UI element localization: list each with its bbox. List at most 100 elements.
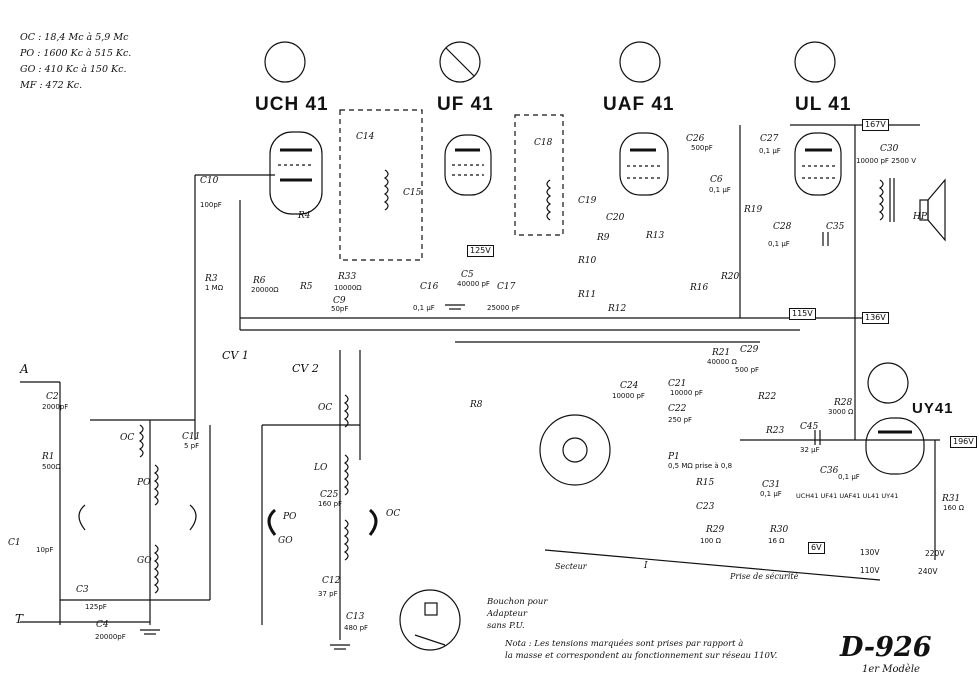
c29-label: C29 [740,345,759,355]
tube-label-ul41: UL 41 [795,94,852,115]
antenna-coil-po [153,464,159,506]
c12-value: 37 pF [318,590,338,598]
voltage-115v: 115V [789,308,816,320]
ground-symbol [330,644,350,650]
voltage-6v: 6V [808,542,825,554]
c3-value: 125pF [85,603,107,611]
c21-label: C21 [668,379,687,389]
c5-value: 40000 pF [457,280,490,288]
r5-label: R5 [300,282,313,292]
r28-label: R28 [834,398,853,408]
r6-label: R6 [253,276,266,286]
antenna-coil-oc [138,424,144,458]
output-transformer [878,179,884,221]
coil-label-oc-3: OC [386,509,401,519]
c9-value: 50pF [331,305,349,313]
c45-value: 32 µF [800,446,820,454]
c13-label: C13 [346,612,365,622]
band-oc: OC : 18,4 Mc à 5,9 Mc [20,32,129,43]
c30-label: C30 [880,144,899,154]
uy41-tube-symbol [865,417,925,475]
bouchon-adapter-diagram [399,589,461,651]
c24-value: 10000 pF [612,392,645,400]
ul41-tube-symbol [794,132,842,196]
voltage-note-line: la masse et correspondent au fonctionnem… [505,651,778,661]
c24-label: C24 [620,381,639,391]
coil-label-lo: LO [314,463,328,473]
r11-label: R11 [578,290,597,300]
c11-label: C11 [182,432,201,442]
hp-label: HP [913,212,927,222]
range-switch-osc-right [368,508,378,536]
c11-value: 5 pF [184,442,200,450]
c28-value: 0,1 µF [768,240,790,248]
c13-value: 480 pF [344,624,369,632]
ground-symbol [140,629,160,635]
mains-tap-240v: 240V [918,567,938,576]
uch41-tube-symbol [269,131,323,215]
r30-value: 16 Ω [768,537,785,545]
c16-label: C16 [420,282,439,292]
tube-label-uf41: UF 41 [437,94,494,115]
uch41-socket-diagram [264,41,306,83]
r20-label: R20 [721,272,740,282]
c14-label: C14 [356,132,375,142]
antenna-coil-go [153,544,159,594]
c1-value: 10pF [36,546,54,554]
r21-label: R21 [712,348,731,358]
c26-value: 500pF [691,144,713,152]
if-coil-1 [383,169,389,211]
voltage-125v: 125V [467,245,494,257]
range-switch-osc-left [267,508,277,536]
c20-label: C20 [606,213,625,223]
r6-value: 20000Ω [251,286,279,294]
r15-label: R15 [696,478,715,488]
voltage-note-line: Nota : Les tensions marquées sont prises… [505,639,744,649]
capacitor-c35-symbol [822,232,829,246]
c3-label: C3 [76,585,89,595]
r31-value: 160 Ω [943,504,964,512]
r23-label: R23 [766,426,785,436]
c5-label: C5 [461,270,474,280]
model-number: D-926 [840,632,932,663]
voltage-136v: 136V [862,312,889,324]
r12-label: R12 [608,304,627,314]
bouchon-caption: Bouchon pour Adapteur sans P.U. [487,596,547,632]
mains-tap-220v: 220V [925,549,945,558]
c27-value: 0,1 µF [759,147,781,155]
bouchon-caption-line: Bouchon pour [487,597,548,607]
coil-label-po-1: PO [137,478,151,488]
r1-label: R1 [42,452,55,462]
band-legend: OC : 18,4 Mc à 5,9 Mc PO : 1600 Kc à 515… [20,30,131,94]
band-mf: MF : 472 Kc. [20,80,83,91]
voltage-196v: 196V [950,436,977,448]
coil-label-oc-2: OC [318,403,333,413]
band-po: PO : 1600 Kc à 515 Kc. [20,48,132,59]
c31-value: 0,1 µF [760,490,782,498]
c19-label: C19 [578,196,597,206]
uy41-socket-diagram [867,362,909,404]
coil-label-go-2: GO [278,536,293,546]
uf41-tube-symbol [444,134,492,196]
c23-label: C23 [696,502,715,512]
mains-tap-130v: 130V [860,548,880,557]
r16-label: R16 [690,283,709,293]
tube-label-uch41: UCH 41 [255,94,329,115]
r19-label: R19 [744,205,763,215]
c35-label: C35 [826,222,845,232]
coil-label-oc-1: OC [120,433,135,443]
c6-value: 0,1 µF [709,186,731,194]
c25-label: C25 [320,490,339,500]
safety-plug-label: Prise de sécurité [730,572,799,581]
r21-value: 40000 Ω [707,358,737,366]
p1-value: 0,5 MΩ prise à 0,8 [668,462,733,470]
c30-value: 10000 pF 2500 V [856,157,917,165]
band-go: GO : 410 Kc à 150 Kc. [20,64,127,75]
c16-value: 0,1 µF [413,304,435,312]
c45-label: C45 [800,422,819,432]
c28-label: C28 [773,222,792,232]
tube-label-uaf41: UAF 41 [603,94,675,115]
coil-label-po-2: PO [283,512,297,522]
bouchon-caption-line: Adapteur [487,609,528,619]
osc-coil-go [343,519,349,561]
